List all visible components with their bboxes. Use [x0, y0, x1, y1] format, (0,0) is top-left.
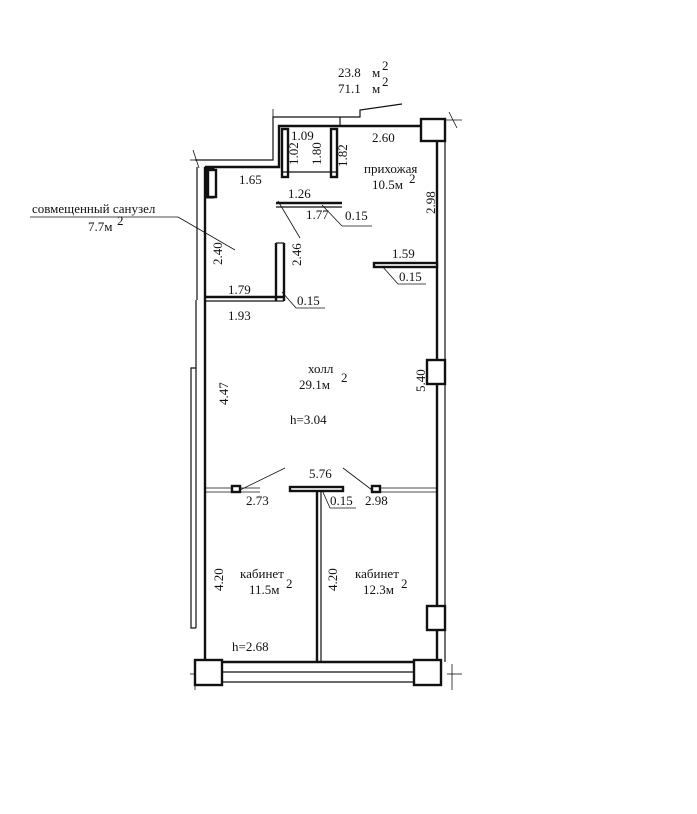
dim-2-73: 2.73 [246, 493, 269, 508]
hall-height: h=3.04 [290, 412, 327, 427]
left-exterior-wall [190, 300, 207, 662]
living-area-unit: м [372, 65, 380, 80]
dim-2-46: 2.46 [289, 243, 304, 266]
pillar-bottom-right [412, 658, 443, 687]
partition-stubs [205, 261, 439, 662]
dim-5-76: 5.76 [309, 466, 332, 481]
office-left-area: 11.5м [249, 582, 280, 597]
office-right-area: 12.3м [363, 582, 394, 597]
living-area-value: 23.8 [338, 65, 361, 80]
dim-1-80: 1.80 [309, 142, 324, 165]
top-stepped-wall [190, 103, 421, 169]
dim-2-98-vertical: 2.98 [423, 191, 438, 214]
right-exterior-wall [435, 111, 462, 662]
dim-0-15-c: 0.15 [297, 293, 320, 308]
hall-area: 29.1м [299, 377, 330, 392]
dim-1-59: 1.59 [392, 246, 415, 261]
dim-1-77: 1.77 [306, 207, 329, 222]
dim-1-09: 1.09 [291, 128, 314, 143]
dim-1-65: 1.65 [239, 172, 262, 187]
leader-lines [30, 200, 426, 509]
office-left-height: h=2.68 [232, 639, 269, 654]
office-right-name: кабинет [355, 566, 399, 581]
total-area-value: 71.1 [338, 81, 361, 96]
dim-4-20-right: 4.20 [325, 568, 340, 591]
bathroom-area: 7.7м [88, 219, 112, 234]
dim-0-15-d: 0.15 [330, 493, 353, 508]
hallway-area: 10.5м [372, 177, 403, 192]
dim-0-15-b: 0.15 [399, 269, 422, 284]
closet-walls [276, 127, 342, 208]
hall-name: холл [308, 361, 334, 376]
total-area-unit: м [372, 81, 380, 96]
dim-1-02: 1.02 [286, 142, 301, 165]
pillar-top-right [419, 117, 447, 143]
dim-2-98-horizontal: 2.98 [365, 493, 388, 508]
office-right-area-sup: 2 [401, 576, 408, 591]
hallway-name: прихожая [364, 161, 417, 176]
bathroom-area-sup: 2 [117, 213, 124, 228]
dim-2-40: 2.40 [210, 242, 225, 265]
pillar-mid-right [425, 358, 447, 386]
hall-area-sup: 2 [341, 370, 348, 385]
bathroom-walls [196, 166, 286, 302]
dim-1-93: 1.93 [228, 308, 251, 323]
dim-5-40: 5.40 [413, 369, 428, 392]
dim-0-15-a: 0.15 [345, 208, 368, 223]
total-area-unit-sup: 2 [382, 74, 389, 89]
office-left-area-sup: 2 [286, 576, 293, 591]
bathroom-name: совмещенный санузел [32, 201, 156, 216]
dim-2-60: 2.60 [372, 130, 395, 145]
pillar-bottom-left [193, 658, 224, 687]
dim-4-20-left: 4.20 [211, 568, 226, 591]
dim-1-82: 1.82 [335, 144, 350, 167]
living-area-unit-sup: 2 [382, 58, 389, 73]
dim-1-79: 1.79 [228, 282, 251, 297]
office-left-name: кабинет [240, 566, 284, 581]
dim-1-26: 1.26 [288, 186, 311, 201]
dim-4-47: 4.47 [216, 382, 231, 405]
pillar-low-right [425, 604, 447, 632]
hallway-area-sup: 2 [409, 171, 416, 186]
